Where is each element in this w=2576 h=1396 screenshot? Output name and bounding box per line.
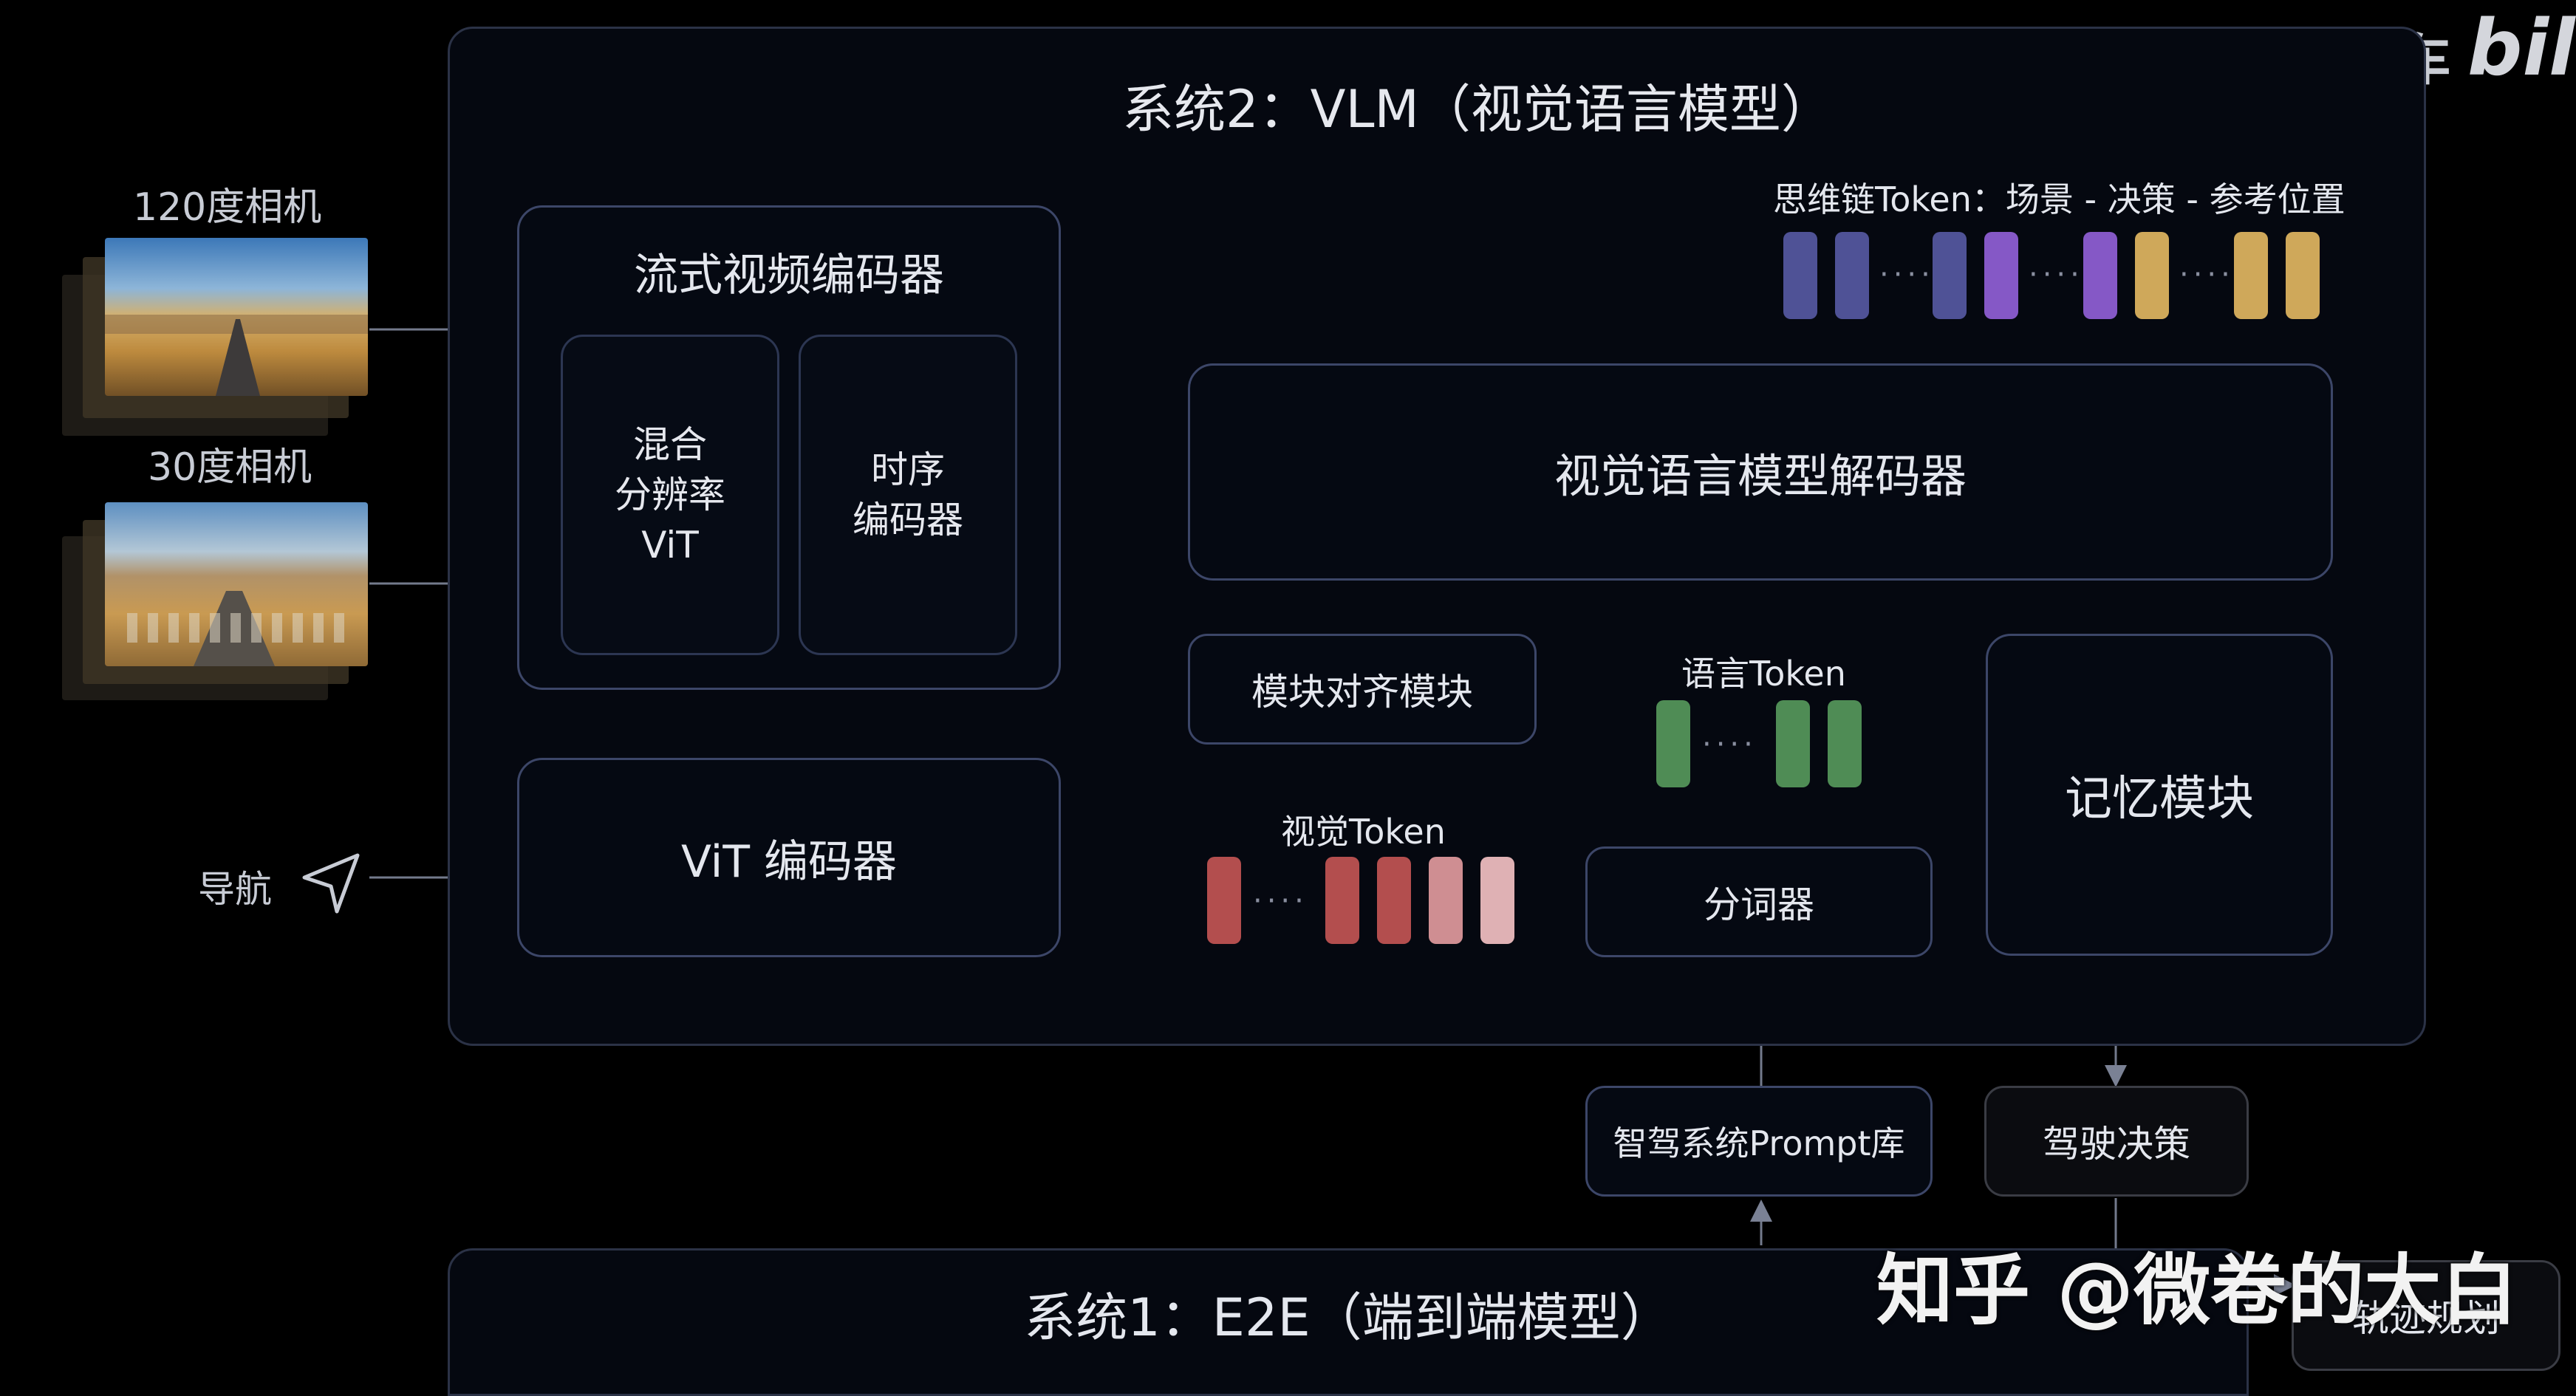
temporal-line-2: 编码器 — [853, 499, 963, 541]
language-token-label: 语言Token — [1681, 654, 1846, 694]
token-ellipsis: ···· — [2029, 258, 2084, 292]
trajectory-planning: 轨迹规划 — [2292, 1260, 2560, 1371]
prompt-library: 智驾系统Prompt库 — [1585, 1086, 1933, 1197]
nav-label: 导航 — [198, 868, 272, 911]
language-token — [1776, 700, 1810, 787]
cot-token-position — [2286, 232, 2320, 319]
language-token — [1828, 700, 1862, 787]
temporal-line-1: 时序 — [871, 448, 945, 491]
cot-token-scene — [1783, 232, 1817, 319]
vit-encoder: ViT 编码器 — [517, 758, 1061, 957]
vit-line-3: ViT — [641, 524, 699, 567]
bili-logo: bili — [2467, 3, 2576, 93]
road-camera-image-120 — [105, 238, 368, 396]
visual-token — [1325, 857, 1359, 944]
cot-token-position — [2234, 232, 2268, 319]
cam30-label: 30度相机 — [148, 445, 312, 490]
vit-line-2: 分辨率 — [615, 473, 725, 516]
cot-token-label: 思维链Token：场景 - 决策 - 参考位置 — [1773, 179, 2346, 219]
system1-e2e: 系统1：E2E（端到端模型） — [448, 1248, 2249, 1396]
navigation-arrow-icon — [302, 853, 360, 914]
driving-decision: 驾驶决策 — [1984, 1086, 2249, 1197]
road-camera-image-30 — [105, 502, 368, 666]
token-ellipsis: ···· — [2179, 258, 2235, 292]
visual-token — [1429, 857, 1463, 944]
token-ellipsis: ···· — [1702, 728, 1757, 762]
cot-token-position — [2135, 232, 2169, 319]
token-ellipsis: ···· — [1879, 258, 1935, 292]
temporal-encoder: 时序 编码器 — [799, 335, 1017, 655]
cot-token-scene — [1835, 232, 1869, 319]
vit-line-1: 混合 — [633, 423, 707, 466]
system2-title: 系统2：VLM（视觉语言模型） — [1122, 78, 1833, 140]
cot-token-decision — [1984, 232, 2018, 319]
cot-token-scene — [1933, 232, 1967, 319]
stream-encoder-title: 流式视频编码器 — [634, 249, 944, 301]
visual-token — [1480, 857, 1514, 944]
token-ellipsis: ···· — [1253, 884, 1308, 918]
cam120-label: 120度相机 — [133, 185, 322, 230]
language-token — [1656, 700, 1690, 787]
stream-video-encoder: 流式视频编码器 混合 分辨率 ViT 时序 编码器 — [517, 205, 1061, 690]
tokenizer: 分词器 — [1585, 846, 1933, 957]
zhihu-watermark: 知乎 @微卷的大白 — [1876, 1245, 2518, 1335]
memory-module: 记忆模块 — [1986, 634, 2333, 956]
mixed-resolution-vit: 混合 分辨率 ViT — [561, 335, 779, 655]
visual-token-label: 视觉Token — [1281, 812, 1446, 852]
visual-token — [1207, 857, 1241, 944]
module-alignment: 模块对齐模块 — [1188, 634, 1537, 745]
vlm-decoder: 视觉语言模型解码器 — [1188, 363, 2333, 581]
visual-token — [1377, 857, 1411, 944]
cot-token-decision — [2083, 232, 2117, 319]
